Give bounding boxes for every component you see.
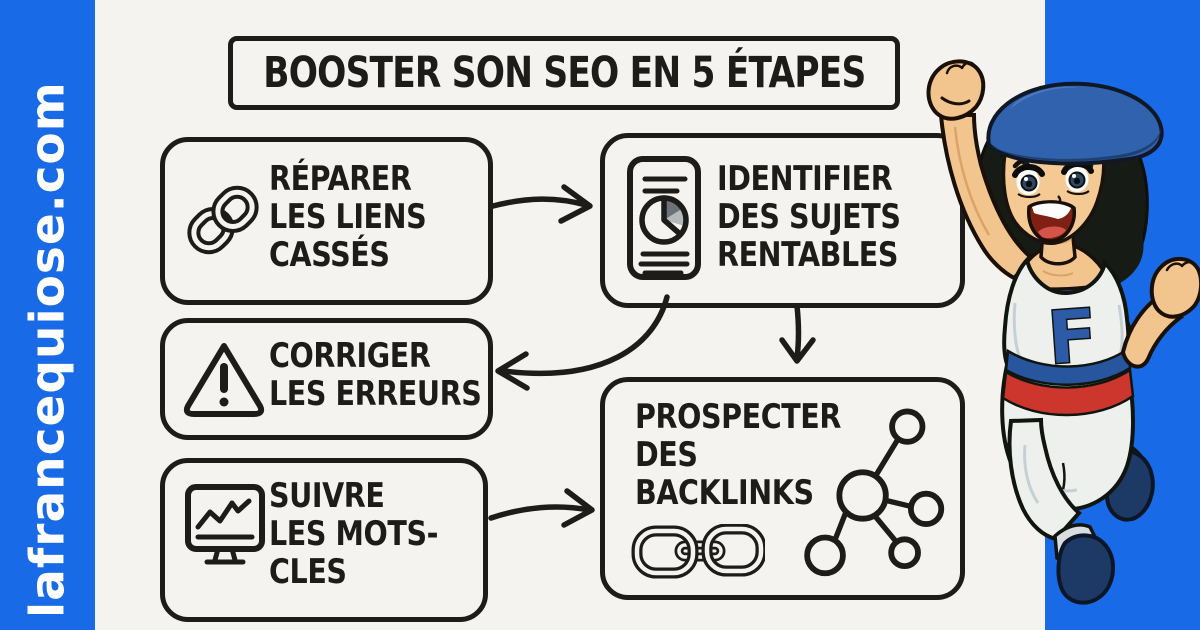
page-title: BOOSTER SON SEO EN 5 ÉTAPES (262, 48, 866, 98)
step-line: BACKLINKS (635, 473, 814, 514)
chain-links-icon (631, 524, 765, 579)
right-forearm-fist (1120, 257, 1200, 369)
document-pie-chart-icon (627, 156, 701, 280)
step-box-fix-errors: CORRIGER LES ERREURS (160, 318, 493, 440)
step-box-identify-topics: IDENTIFIER DES SUJETS RENTABLES (600, 133, 965, 308)
arrow-suivre-to-prospecter (488, 488, 595, 528)
arrow-identifier-to-prospecter (779, 303, 816, 364)
step-text: PROSPECTER DES BACKLINKS (635, 398, 841, 512)
site-label: lafrancequiose.com (20, 81, 76, 619)
step-line: DES (635, 435, 698, 476)
step-line: RENTABLES (717, 235, 899, 276)
belt-stripes (1001, 346, 1135, 417)
eyes (1012, 161, 1094, 199)
network-graph-icon (804, 408, 945, 577)
step-line: CORRIGER (269, 336, 431, 376)
arrow-identifier-to-corriger (495, 294, 670, 391)
step-line: IDENTIFIER (717, 159, 893, 199)
step-line: LES ERREURS (269, 374, 482, 415)
arrow-reparer-to-identifier (490, 184, 593, 224)
step-line: LES LIENS (269, 197, 427, 238)
step-text: IDENTIFIER DES SUJETS RENTABLES (717, 159, 901, 276)
raised-arm (926, 59, 1037, 281)
step-line: PROSPECTER (635, 397, 841, 437)
step-text: RÉPARER LES LIENS CASSÉS (269, 159, 427, 276)
mascot-character: F (926, 59, 1200, 605)
title-box: BOOSTER SON SEO EN 5 ÉTAPES (228, 36, 900, 110)
step-text: CORRIGER LES ERREURS (269, 336, 482, 415)
left-brand-strip (0, 0, 95, 630)
step-box-repair-broken-links: RÉPARER LES LIENS CASSÉS (160, 137, 493, 305)
step-line: RÉPARER (269, 159, 412, 199)
step-line: DES SUJETS (717, 197, 901, 238)
mouth (1027, 200, 1076, 243)
step-line: LES MOTS- (269, 514, 439, 555)
step-line: CLES (269, 552, 347, 593)
front-leg (1007, 417, 1115, 605)
warning-triangle-icon (183, 343, 265, 417)
step-text: SUIVRE LES MOTS- CLES (269, 477, 438, 591)
step-box-track-keywords: SUIVRE LES MOTS- CLES (160, 458, 488, 622)
step-line: CASSÉS (269, 235, 390, 276)
chain-link-icon (187, 185, 259, 255)
beret (986, 81, 1164, 166)
monitor-line-chart-icon (185, 484, 265, 565)
step-line: SUIVRE (269, 476, 385, 516)
step-box-prospect-backlinks: PROSPECTER DES BACKLINKS (600, 377, 965, 600)
